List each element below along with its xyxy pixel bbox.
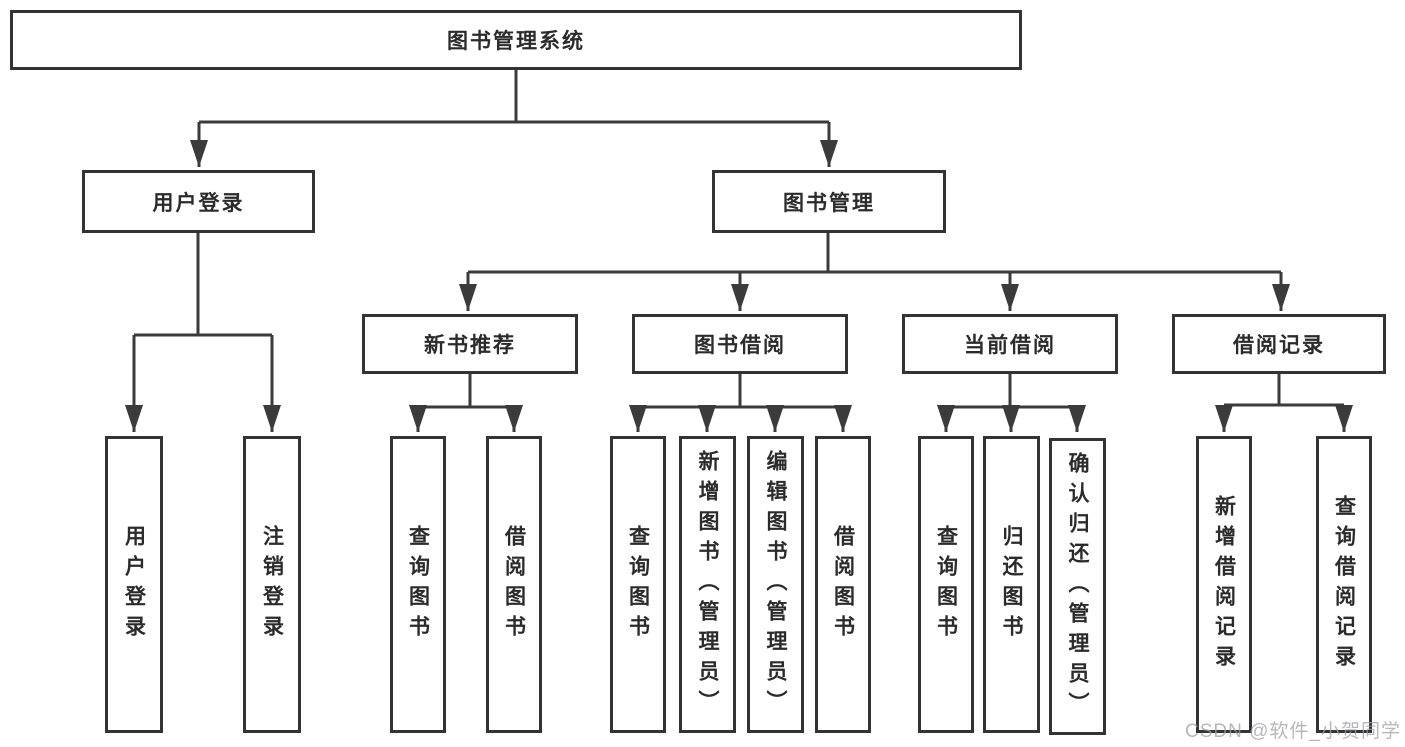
leaf-query-books-current: 查询图书 (918, 436, 974, 733)
leaf-query-borrow-record: 查询借阅记录 (1316, 436, 1372, 733)
node-user-login: 用户登录 (82, 170, 315, 233)
node-current-borrow: 当前借阅 (902, 314, 1118, 374)
node-new-book-recommend: 新书推荐 (362, 314, 578, 374)
node-library-management-system: 图书管理系统 (10, 10, 1022, 70)
leaf-add-books-admin: 新增图书（管理员） (679, 436, 736, 733)
leaf-confirm-return-admin: 确认归还（管理员） (1049, 438, 1106, 735)
leaf-query-books-borrow: 查询图书 (610, 436, 666, 733)
leaf-borrow-books: 借阅图书 (815, 436, 871, 733)
node-book-management: 图书管理 (712, 170, 946, 233)
csdn-watermark: CSDN @软件_小贺同学 (1185, 721, 1401, 742)
leaf-logout: 注销登录 (243, 436, 301, 733)
node-book-borrow: 图书借阅 (632, 314, 848, 374)
leaf-add-borrow-record: 新增借阅记录 (1196, 436, 1252, 733)
leaf-edit-books-admin: 编辑图书（管理员） (747, 436, 804, 733)
leaf-query-books-recommend: 查询图书 (390, 436, 446, 733)
leaf-user-login: 用户登录 (105, 436, 163, 733)
node-borrow-records: 借阅记录 (1172, 314, 1386, 374)
leaf-borrow-books-recommend: 借阅图书 (486, 436, 542, 733)
leaf-return-books: 归还图书 (983, 436, 1040, 733)
